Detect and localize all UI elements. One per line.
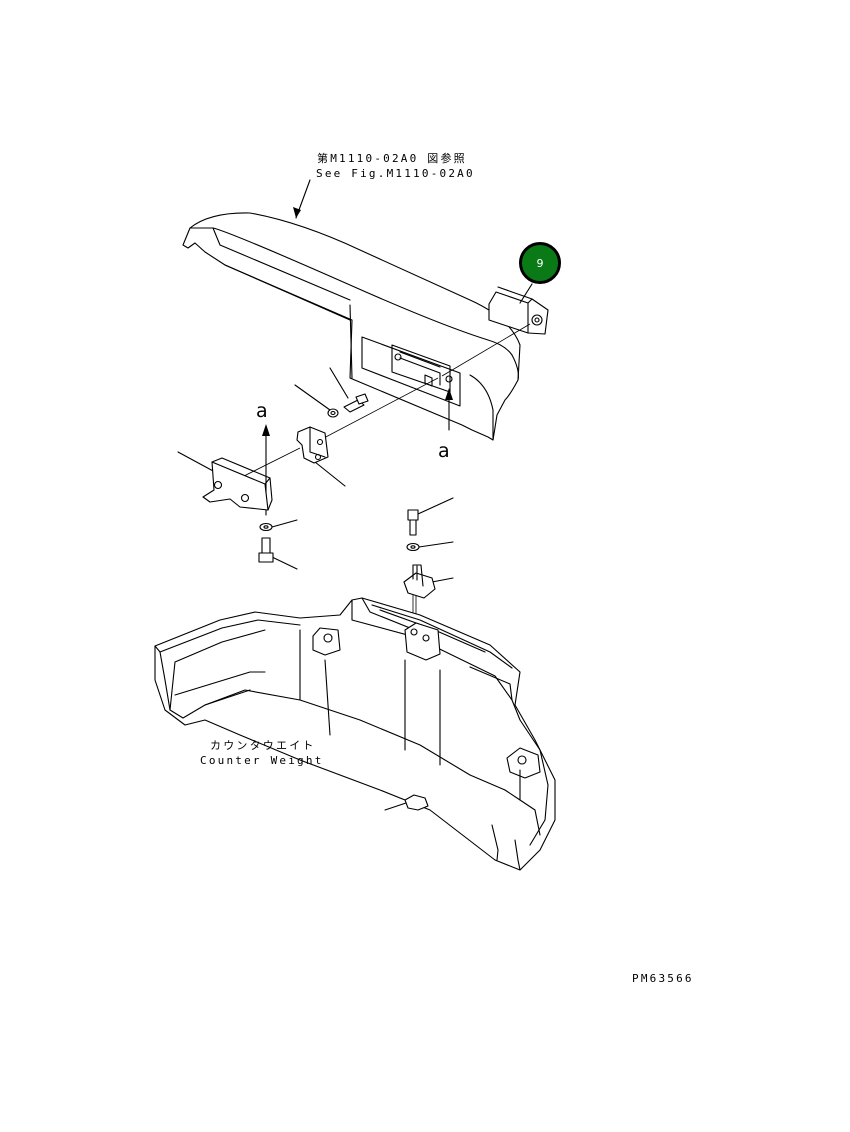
bracket-plate-left	[202, 457, 273, 511]
counterweight-label-en: Counter Weight	[200, 754, 324, 767]
view-a-label-left: a	[256, 400, 268, 422]
bolt-washer-left	[258, 522, 274, 563]
bolt-washer-upper	[327, 393, 369, 418]
reference-label-en: See Fig.M1110-02A0	[316, 167, 475, 180]
counterweight-body	[154, 597, 556, 871]
drawing-number: PM63566	[632, 972, 694, 985]
part-callout-number: 9	[536, 256, 544, 270]
u-bracket-part	[403, 564, 436, 599]
counterweight-label-jp: カウンタウエイト	[210, 739, 316, 752]
part-callout-9[interactable]: 9	[519, 242, 561, 284]
upper-cover-part	[182, 212, 521, 441]
bracket-center	[296, 426, 329, 464]
reference-label-jp: 第M1110-02A0 図参照	[317, 152, 467, 165]
view-a-label-right: a	[438, 440, 450, 462]
bolt-washer-right	[406, 509, 420, 552]
latch-part	[488, 286, 549, 335]
